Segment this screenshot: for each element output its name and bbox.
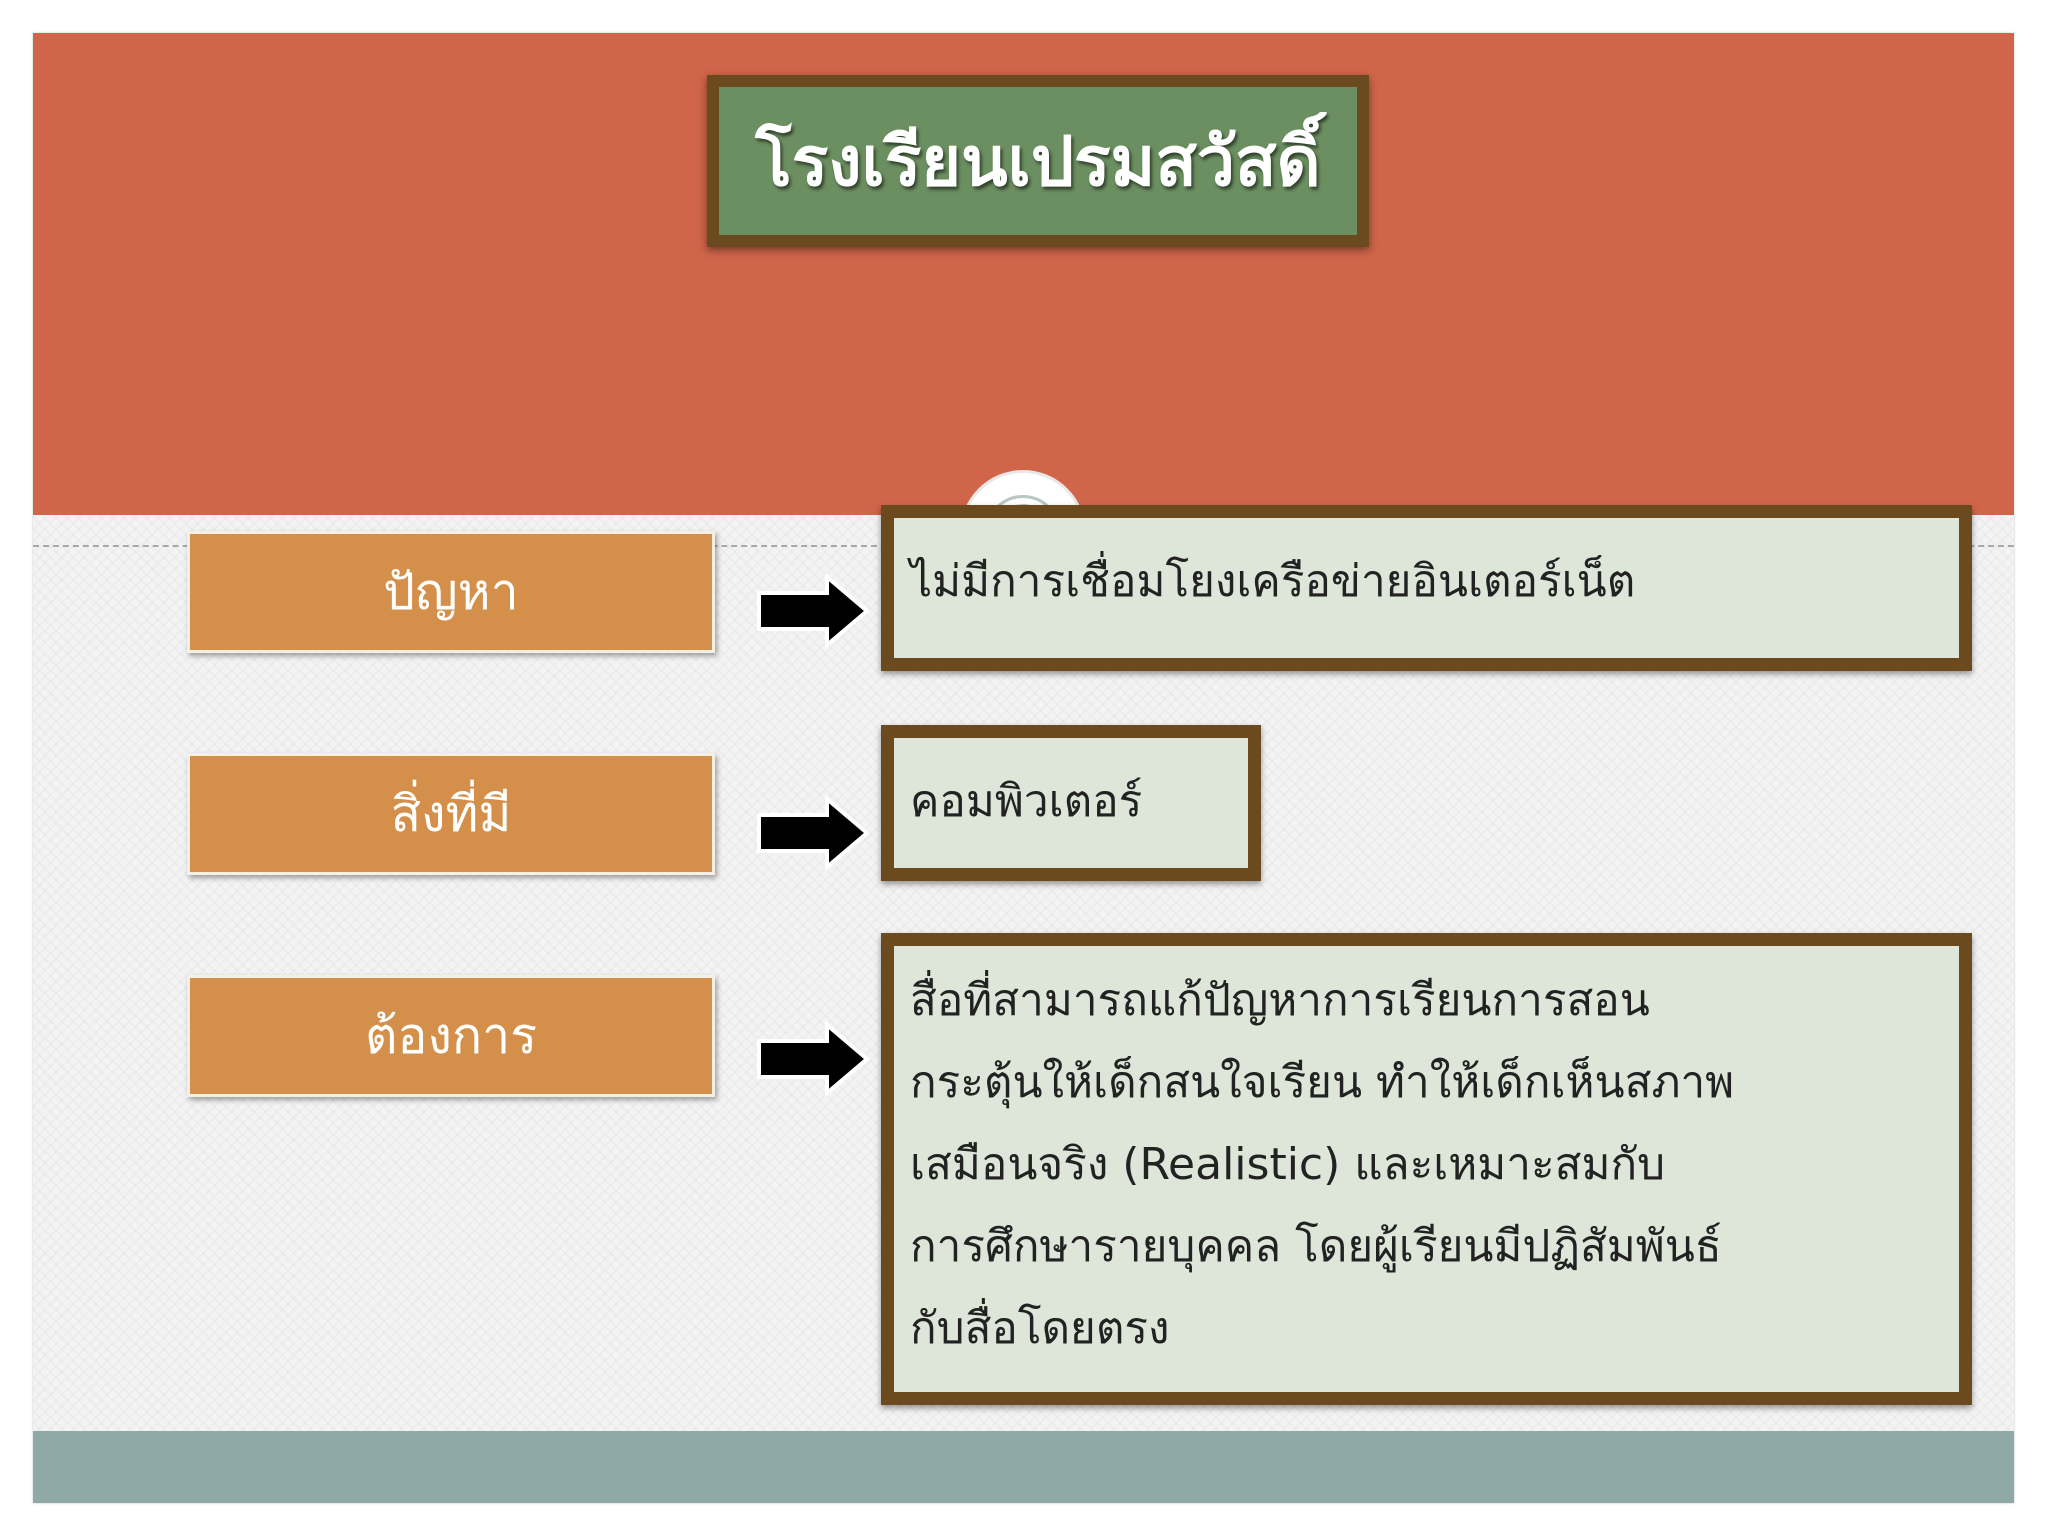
- content-want-line-2: กระตุ้นให้เด็กสนใจเรียน ทำให้เด็กเห็นสภา…: [910, 1057, 1735, 1108]
- page-title: โรงเรียนเปรมสวัสดิ์: [755, 123, 1321, 202]
- content-problem-line: ไม่มีการเชื่อมโยงเครือข่ายอินเตอร์เน็ต: [910, 556, 1636, 607]
- label-box-have: สิ่งที่มี: [187, 753, 715, 875]
- label-want: ต้องการ: [364, 1006, 538, 1065]
- label-have: สิ่งที่มี: [390, 784, 512, 843]
- content-want-line-1: สื่อที่สามารถแก้ปัญหาการเรียนการสอน: [910, 975, 1650, 1026]
- right-arrow-icon: [757, 1020, 871, 1098]
- slide: โรงเรียนเปรมสวัสดิ์ ปัญหา ไม่มีการเชื่อม…: [33, 33, 2014, 1503]
- content-box-want: สื่อที่สามารถแก้ปัญหาการเรียนการสอน กระต…: [881, 933, 1972, 1405]
- right-arrow-icon: [757, 572, 871, 650]
- content-want-line-3: เสมือนจริง (Realistic) และเหมาะสมกับ: [910, 1139, 1666, 1190]
- content-want-line-4: การศึกษารายบุคคล โดยผู้เรียนมีปฏิสัมพันธ…: [910, 1221, 1722, 1272]
- bottom-band: [33, 1431, 2014, 1503]
- content-box-have: คอมพิวเตอร์: [881, 725, 1261, 881]
- right-arrow-icon: [757, 794, 871, 872]
- title-box: โรงเรียนเปรมสวัสดิ์: [707, 75, 1369, 247]
- content-have-line: คอมพิวเตอร์: [910, 776, 1143, 827]
- content-want-line-5: กับสื่อโดยตรง: [910, 1303, 1170, 1354]
- label-problem: ปัญหา: [383, 562, 519, 621]
- content-box-problem: ไม่มีการเชื่อมโยงเครือข่ายอินเตอร์เน็ต: [881, 505, 1972, 671]
- label-box-want: ต้องการ: [187, 975, 715, 1097]
- label-box-problem: ปัญหา: [187, 531, 715, 653]
